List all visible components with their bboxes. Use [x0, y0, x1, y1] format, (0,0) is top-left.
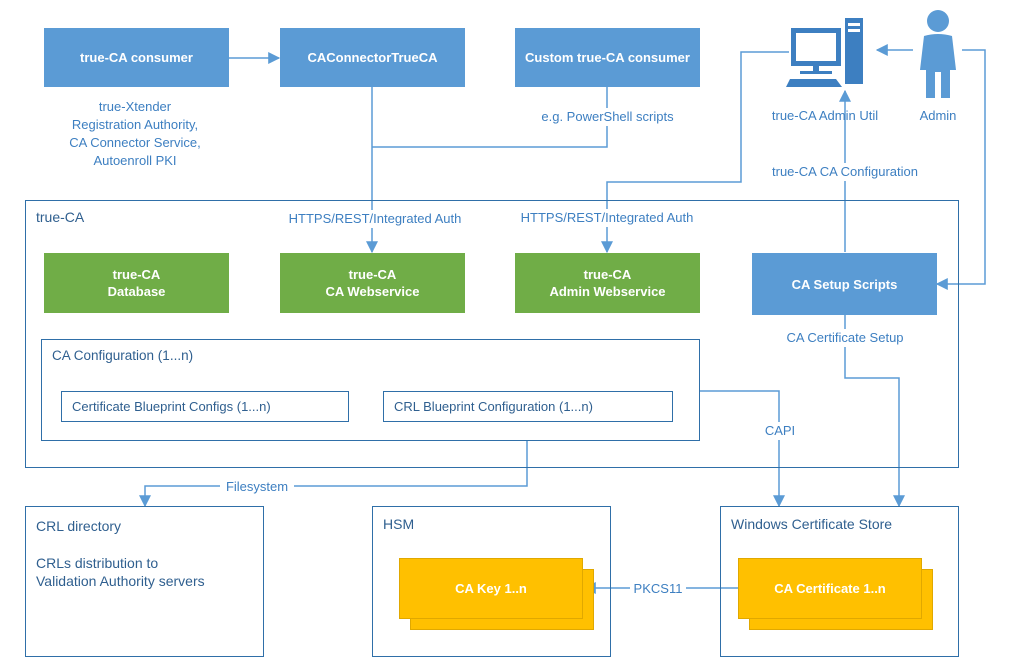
- admin-label: Admin: [919, 108, 957, 123]
- windows-store-frame: [720, 506, 959, 657]
- computer-icon: [786, 18, 863, 87]
- trueca-frame: [25, 200, 959, 468]
- crl-blueprint-box[interactable]: CRL Blueprint Configuration (1...n): [383, 391, 673, 422]
- crl-directory-title: CRL directory: [36, 518, 122, 534]
- custom-consumer-box[interactable]: Custom true-CA consumer: [515, 28, 700, 87]
- windows-store-title: Windows Certificate Store: [731, 516, 893, 532]
- admin-person-icon: [920, 10, 956, 98]
- ca-configuration-title: CA Configuration (1...n): [52, 348, 194, 363]
- crl-directory-desc: CRLs distribution to Validation Authorit…: [36, 555, 205, 589]
- crl-directory-frame: [25, 506, 264, 657]
- trueca-consumer-box[interactable]: true-CA consumer: [44, 28, 229, 87]
- line-admin-setup: [935, 49, 986, 290]
- ca-key-box[interactable]: CA Key 1..n: [399, 558, 583, 619]
- ca-setup-scripts-box[interactable]: CA Setup Scripts: [752, 253, 937, 315]
- pkcs11-label: PKCS11: [630, 580, 686, 598]
- trueca-title: true-CA: [36, 209, 85, 225]
- admin-util-label: true-CA Admin Util: [771, 108, 879, 123]
- ca-certificate-box[interactable]: CA Certificate 1..n: [738, 558, 922, 619]
- ca-configuration-frame: [41, 339, 700, 441]
- custom-example-label: e.g. PowerShell scripts: [530, 108, 685, 126]
- https-label-right: HTTPS/REST/Integrated Auth: [512, 209, 702, 227]
- line-filesystem: [139, 421, 528, 508]
- capi-label: CAPI: [760, 422, 800, 440]
- filesystem-label: Filesystem: [220, 478, 294, 496]
- hsm-frame: [372, 506, 611, 657]
- caconnector-box[interactable]: CAConnectorTrueCA: [280, 28, 465, 87]
- line-adminutil-webservice: [601, 51, 789, 254]
- hsm-title: HSM: [383, 516, 415, 532]
- consumer-examples: true-Xtender Registration Authority, CA …: [69, 99, 201, 168]
- ca-configuration-link-label: true-CA CA Configuration: [760, 163, 930, 181]
- ca-cert-setup-label: CA Certificate Setup: [770, 329, 920, 347]
- cert-blueprint-box[interactable]: Certificate Blueprint Configs (1...n): [61, 391, 349, 422]
- line-custom-join: [372, 87, 608, 148]
- https-label-left: HTTPS/REST/Integrated Auth: [280, 210, 470, 228]
